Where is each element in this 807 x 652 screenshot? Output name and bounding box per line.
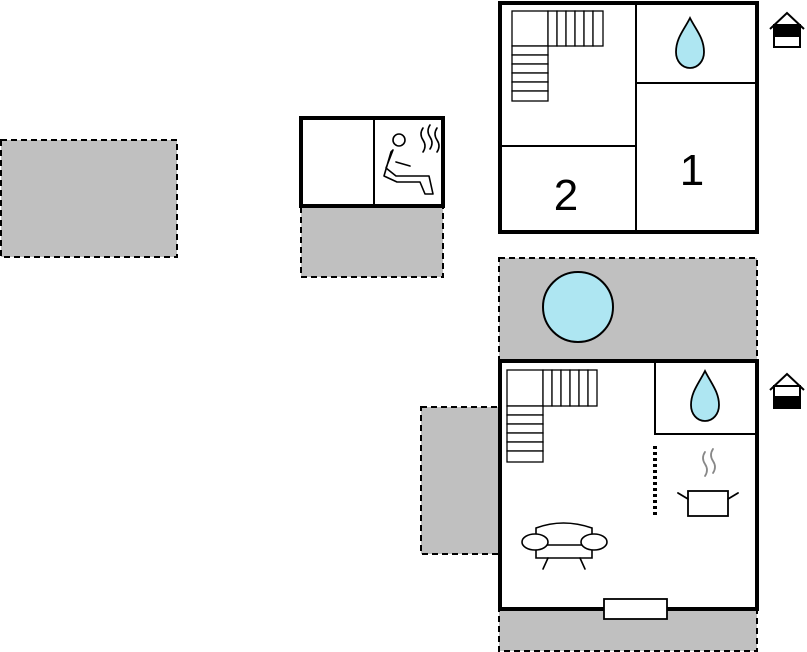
hot-tub-icon [542, 271, 614, 343]
room-label-1: 1 [680, 146, 704, 195]
room-label-2: 2 [554, 171, 578, 220]
entrance-door [603, 598, 668, 620]
terrace-sauna [300, 204, 444, 278]
water-drop-icon [690, 368, 720, 422]
terrace-left [0, 139, 178, 258]
sauna-building [299, 116, 445, 208]
staircase-icon [506, 369, 598, 463]
floor-level-icon [769, 372, 805, 409]
sauna-icon [383, 124, 440, 195]
terrace-hot-tub [498, 257, 758, 363]
water-drop-icon [675, 15, 705, 69]
floor-level-icon [769, 11, 805, 48]
terrace-side [420, 406, 502, 555]
staircase-icon [511, 10, 604, 102]
sofa-icon [521, 522, 608, 570]
kitchen-pot-icon [677, 448, 739, 517]
